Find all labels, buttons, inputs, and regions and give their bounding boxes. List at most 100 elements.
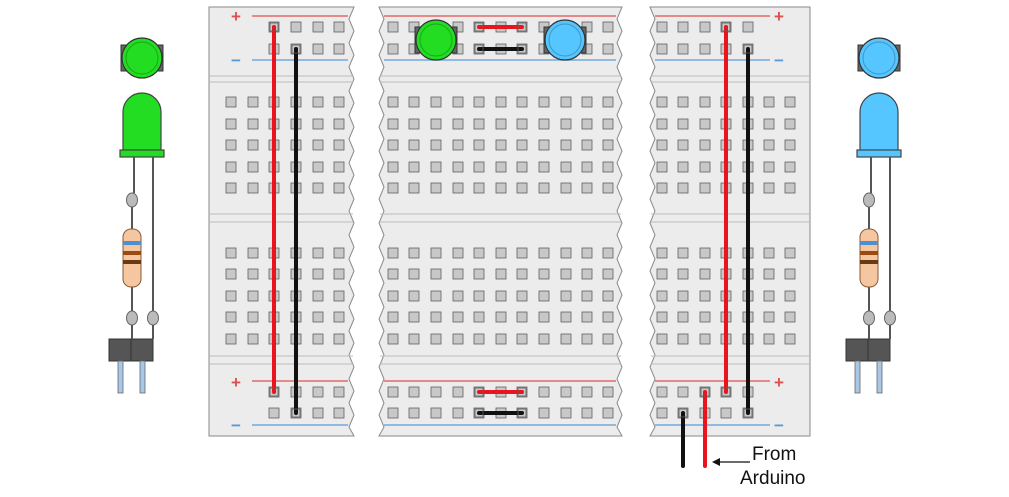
- hole: [408, 247, 420, 259]
- hole: [784, 139, 796, 151]
- hole: [699, 96, 711, 108]
- hole: [225, 96, 237, 108]
- hole: [247, 333, 259, 345]
- hole: [333, 311, 345, 323]
- hole: [474, 22, 484, 32]
- hole: [473, 182, 485, 194]
- minus-sign: −: [231, 51, 241, 70]
- hole: [312, 139, 324, 151]
- hole: [721, 22, 731, 32]
- annotation-from: From: [752, 444, 797, 465]
- hole: [699, 311, 711, 323]
- led-side-rim: [119, 149, 165, 158]
- hole: [538, 118, 550, 130]
- hole: [247, 118, 259, 130]
- hole: [387, 118, 399, 130]
- header-pin: [854, 360, 861, 394]
- hole: [720, 407, 732, 419]
- hole: [516, 96, 528, 108]
- hole: [678, 408, 688, 418]
- header-pin: [139, 360, 146, 394]
- hole: [452, 311, 464, 323]
- hole: [495, 139, 507, 151]
- hole: [784, 182, 796, 194]
- hole: [656, 21, 668, 33]
- hole: [312, 161, 324, 173]
- hole: [430, 161, 442, 173]
- led-body: [415, 19, 457, 61]
- hole: [784, 268, 796, 280]
- hole: [474, 44, 484, 54]
- components: [108, 19, 902, 394]
- hole: [581, 161, 593, 173]
- led-rim: [125, 41, 159, 75]
- led-side-body: [859, 92, 899, 153]
- hole: [656, 161, 668, 173]
- hole: [452, 247, 464, 259]
- hole: [602, 247, 614, 259]
- hole: [408, 407, 420, 419]
- header-pin: [117, 360, 124, 394]
- hole: [333, 290, 345, 302]
- hole: [656, 386, 668, 398]
- hole: [538, 290, 550, 302]
- hole: [538, 268, 550, 280]
- hole: [602, 139, 614, 151]
- hole: [225, 139, 237, 151]
- hole: [516, 139, 528, 151]
- hole: [602, 43, 614, 55]
- hole: [312, 311, 324, 323]
- hole: [677, 268, 689, 280]
- hole: [430, 118, 442, 130]
- hole: [408, 268, 420, 280]
- hole: [560, 407, 572, 419]
- hole: [784, 333, 796, 345]
- hole: [602, 268, 614, 280]
- hole: [656, 268, 668, 280]
- hole: [408, 182, 420, 194]
- resistor-band: [123, 251, 141, 255]
- hole: [560, 333, 572, 345]
- hole: [560, 96, 572, 108]
- hole: [387, 407, 399, 419]
- hole: [784, 290, 796, 302]
- hole: [581, 268, 593, 280]
- hole: [699, 268, 711, 280]
- hole: [602, 21, 614, 33]
- hole: [677, 290, 689, 302]
- hole: [763, 139, 775, 151]
- hole: [225, 247, 237, 259]
- hole: [677, 118, 689, 130]
- hole: [581, 118, 593, 130]
- hole: [269, 387, 279, 397]
- green-led-top-view: [414, 19, 458, 61]
- led-body: [121, 37, 163, 79]
- hole: [656, 96, 668, 108]
- led-resistor-assembly: [108, 157, 159, 394]
- hole: [247, 139, 259, 151]
- hole: [430, 247, 442, 259]
- hole: [763, 96, 775, 108]
- hole: [581, 139, 593, 151]
- pin-header: [108, 338, 132, 362]
- hole: [677, 247, 689, 259]
- hole: [763, 118, 775, 130]
- hole: [387, 96, 399, 108]
- hole: [581, 407, 593, 419]
- hole: [602, 290, 614, 302]
- hole: [517, 22, 527, 32]
- header-pin: [876, 360, 883, 394]
- led-rim: [862, 41, 896, 75]
- resistor-band: [123, 241, 141, 245]
- hole: [333, 182, 345, 194]
- solder-joint: [863, 310, 875, 326]
- plus-sign: +: [774, 7, 784, 26]
- led-body: [858, 37, 900, 79]
- hole: [268, 407, 280, 419]
- hole: [473, 96, 485, 108]
- hole: [312, 407, 324, 419]
- hole: [387, 161, 399, 173]
- hole: [333, 43, 345, 55]
- hole: [225, 268, 237, 280]
- solder-joint: [147, 310, 159, 326]
